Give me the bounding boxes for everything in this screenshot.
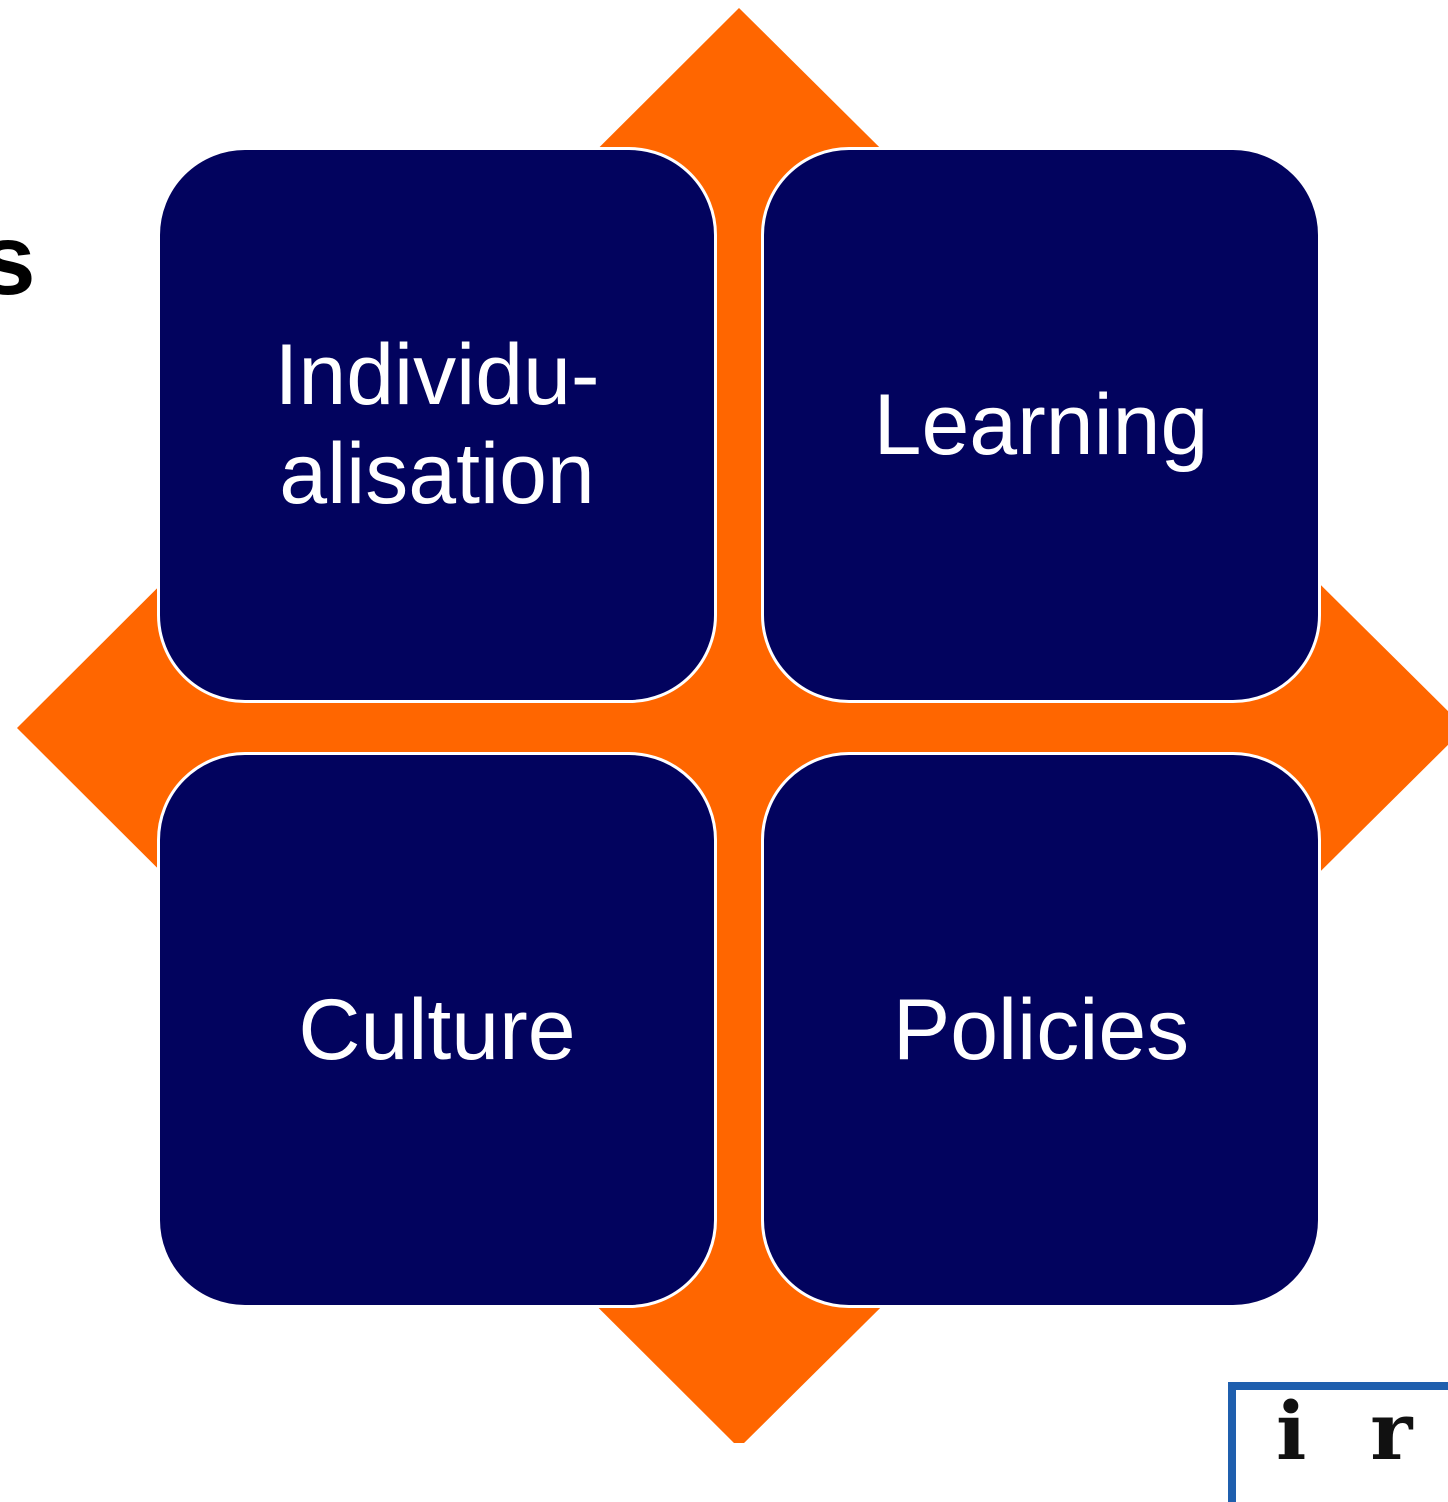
quadrant-policies: Policies: [761, 752, 1321, 1308]
quadrant-label-individualisation: Individu- alisation: [274, 327, 600, 522]
logo-text: i r: [1276, 1384, 1431, 1478]
quadrant-culture: Culture: [157, 752, 717, 1308]
corner-logo: i r: [1228, 1382, 1448, 1502]
quadrant-individualisation: Individu- alisation: [157, 147, 717, 703]
quadrant-label-culture: Culture: [298, 981, 576, 1078]
quadrant-label-policies: Policies: [892, 981, 1190, 1078]
quadrant-learning: Learning: [761, 147, 1321, 703]
partial-slide-title: s: [0, 204, 36, 316]
quadrant-label-learning: Learning: [873, 376, 1209, 473]
